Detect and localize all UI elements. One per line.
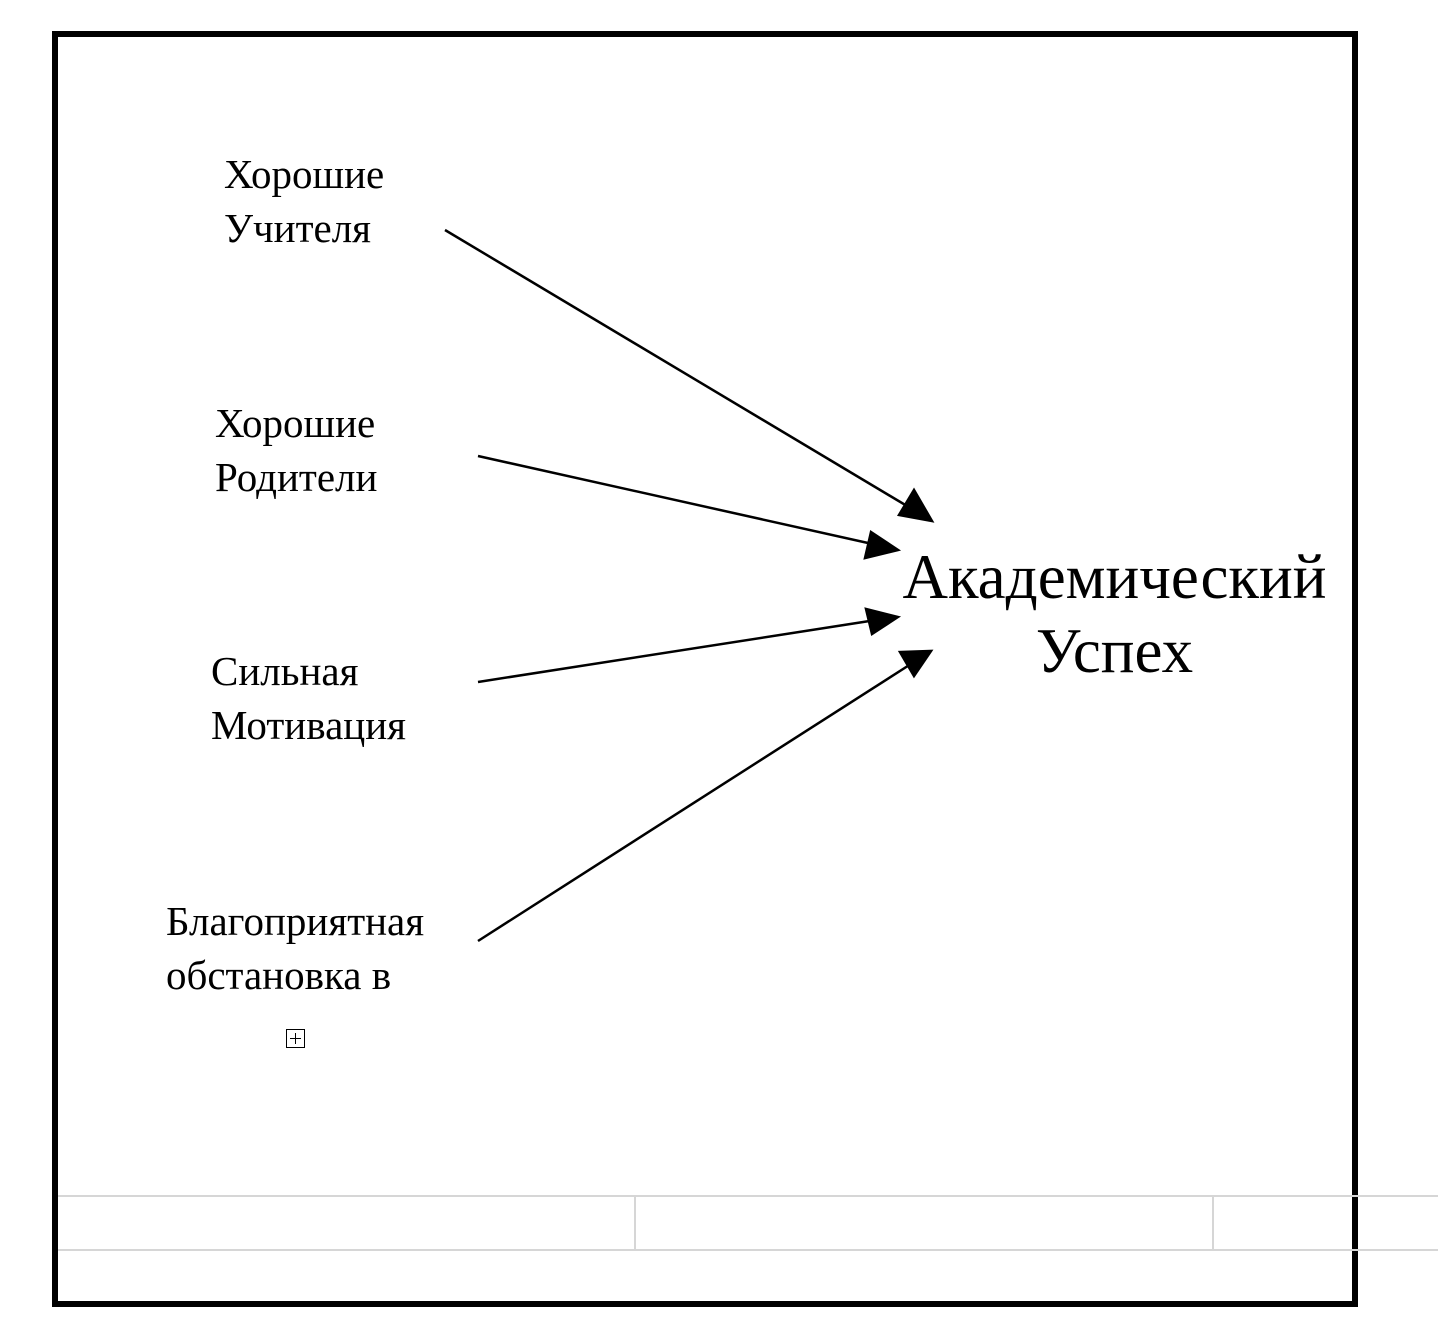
arrow-parents-head (863, 529, 902, 560)
arrow-environment-line (477, 660, 915, 943)
table-border-bottom (58, 1249, 1438, 1251)
node-environment: Благоприятная обстановка в (166, 894, 424, 1002)
node-parents-line2: Родители (215, 454, 378, 500)
node-target-line2: Успех (1035, 616, 1194, 686)
node-motivation-line1: Сильная (211, 648, 359, 694)
node-motivation: Сильная Мотивация (211, 644, 406, 752)
arrow-environment-head (897, 649, 934, 679)
node-teachers: Хорошие Учителя (224, 147, 384, 255)
node-target-line1: Академический (902, 542, 1327, 612)
node-parents-line1: Хорошие (215, 400, 376, 446)
node-teachers-line1: Хорошие (224, 151, 385, 197)
arrow-teachers-line (444, 228, 913, 511)
table-divider-left (634, 1195, 636, 1251)
table-divider-right (1212, 1195, 1214, 1251)
arrow-motivation-head (864, 607, 902, 637)
node-environment-line2: обстановка в (166, 952, 392, 998)
node-teachers-line2: Учителя (224, 205, 372, 251)
diagram-frame (52, 31, 1358, 1307)
node-parents: Хорошие Родители (215, 396, 377, 504)
table-border-top (58, 1195, 1438, 1197)
arrow-parents-line (477, 454, 878, 547)
arrow-motivation-line (477, 618, 877, 684)
node-environment-line1: Благоприятная (166, 898, 425, 944)
node-academic-success: Академический Успех (892, 540, 1337, 688)
arrow-teachers-head (896, 487, 935, 523)
node-motivation-line2: Мотивация (211, 702, 407, 748)
plus-box-icon[interactable] (286, 1029, 305, 1048)
